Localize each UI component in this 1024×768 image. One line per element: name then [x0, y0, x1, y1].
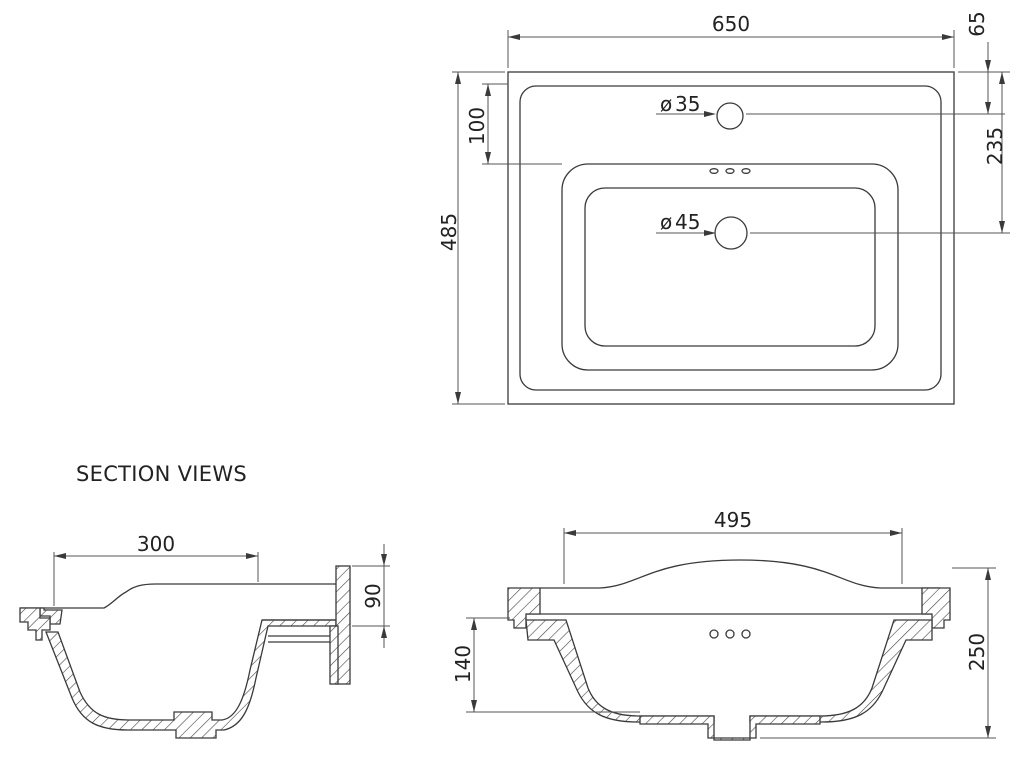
overflow-holes [709, 168, 751, 174]
basin-outer-outline [507, 71, 955, 405]
waste-hole [714, 216, 748, 250]
dim-tap-hole-symbol: ø [660, 92, 672, 116]
dimension-waste-from-edge: 235 [750, 71, 1010, 234]
basin-deck-outline [519, 85, 942, 391]
dim-waste-from-edge-label: 235 [983, 127, 1007, 165]
dimension-rim-height: 90 [352, 544, 390, 648]
side-section: 300 90 [19, 532, 390, 739]
dimension-basin-length: 300 [53, 532, 259, 606]
dimension-tap-hole: ø 35 [656, 92, 716, 117]
side-wall-plate [329, 625, 339, 685]
dim-depth-label: 485 [437, 213, 461, 251]
front-right-bowl-wall [749, 619, 933, 723]
dim-width-label: 650 [712, 12, 750, 36]
dim-tap-hole-label: 35 [675, 92, 700, 116]
dimension-waste-hole: ø 45 [656, 210, 716, 236]
dim-waste-hole-symbol: ø [660, 210, 672, 234]
side-deck-profile [40, 583, 336, 609]
plan-view: 650 65 235 100 [437, 11, 1010, 405]
dimension-bowl-depth: 140 [451, 617, 640, 713]
side-wall-bracket [335, 565, 351, 685]
front-left-bowl-wall [525, 619, 715, 723]
section-views-title: SECTION VIEWS [76, 462, 247, 486]
front-top-profile [540, 559, 940, 589]
front-right-rim [921, 587, 951, 629]
side-left-edge-step [19, 607, 51, 641]
dim-basin-width-label: 495 [714, 508, 752, 532]
dim-rim-height-label: 90 [361, 583, 385, 608]
bowl-rim-outline [561, 163, 899, 371]
tap-hole [716, 102, 744, 130]
front-bottom [639, 715, 821, 741]
front-overflow-holes [709, 629, 751, 639]
front-section: 495 140 250 [451, 508, 996, 741]
dimension-width: 650 [507, 12, 955, 68]
dimension-total-height: 250 [760, 567, 996, 739]
dim-total-height-label: 250 [965, 633, 989, 671]
front-left-rim [507, 587, 541, 629]
side-bowl-wall [45, 619, 337, 739]
dimension-basin-width: 495 [563, 508, 903, 584]
dim-edge-offset-label: 65 [965, 11, 989, 36]
bowl-inner-outline [584, 187, 876, 347]
dim-basin-length-label: 300 [137, 532, 175, 556]
dim-waste-hole-label: 45 [675, 210, 700, 234]
dim-bowl-depth-label: 140 [451, 645, 475, 683]
dimension-tap-to-edge: 100 [465, 83, 562, 165]
dim-tap-to-edge-label: 100 [465, 107, 489, 145]
dimension-depth: 485 [437, 71, 505, 405]
